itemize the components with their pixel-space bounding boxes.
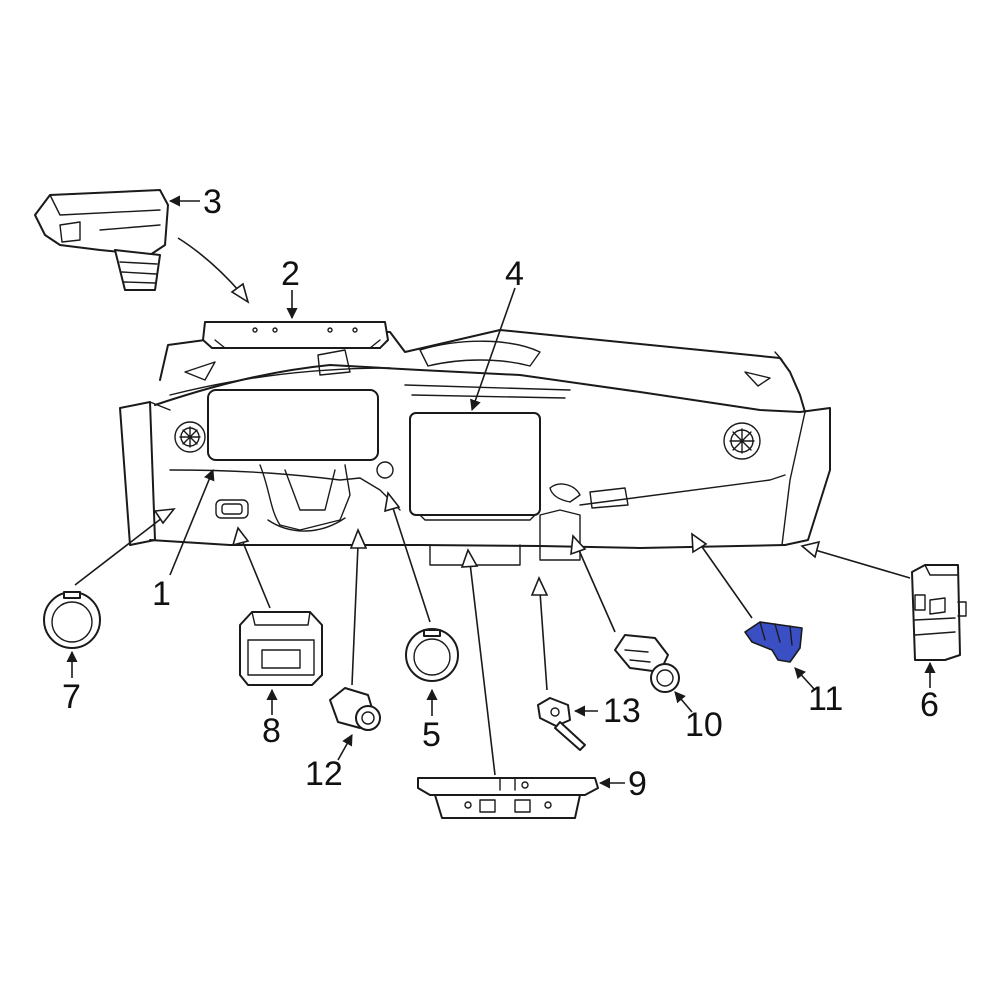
- callout-13: 13: [603, 692, 641, 730]
- part-6-control-module: [911, 564, 967, 661]
- callout-2: 2: [281, 255, 300, 293]
- part-4-center-display: [409, 412, 541, 521]
- callout-10: 10: [685, 706, 723, 744]
- callout-4: 4: [505, 255, 524, 293]
- part-5-round-switch: [405, 628, 459, 682]
- callout-11: 11: [808, 680, 843, 718]
- part-2-upper-bracket: [202, 321, 389, 349]
- leader-lines: [66, 195, 936, 789]
- install-arrows: [74, 237, 911, 776]
- callout-5: 5: [422, 716, 441, 754]
- part-1-instrument-cluster: [207, 389, 379, 461]
- callout-3: 3: [203, 183, 222, 221]
- part-11-highlighted-clip: [744, 621, 803, 663]
- callout-12: 12: [305, 755, 343, 793]
- callout-8: 8: [262, 712, 281, 750]
- part-12-sensor: [329, 687, 381, 731]
- callout-labels: 1 2 3 4 5 6 7 8 9 10 11 12 13: [62, 183, 939, 803]
- callout-1: 1: [152, 575, 171, 613]
- part-13-lever: [537, 697, 586, 751]
- part-8-switch-bezel: [239, 611, 323, 686]
- part-9-switch-panel: [417, 777, 599, 819]
- callout-7: 7: [62, 678, 81, 716]
- callout-9: 9: [628, 765, 647, 803]
- part-10-knob-switch: [614, 634, 680, 693]
- part-3-module: [34, 189, 169, 291]
- callout-6: 6: [920, 686, 939, 724]
- dashboard-assembly: [119, 329, 831, 566]
- part-7-round-switch: [43, 591, 101, 649]
